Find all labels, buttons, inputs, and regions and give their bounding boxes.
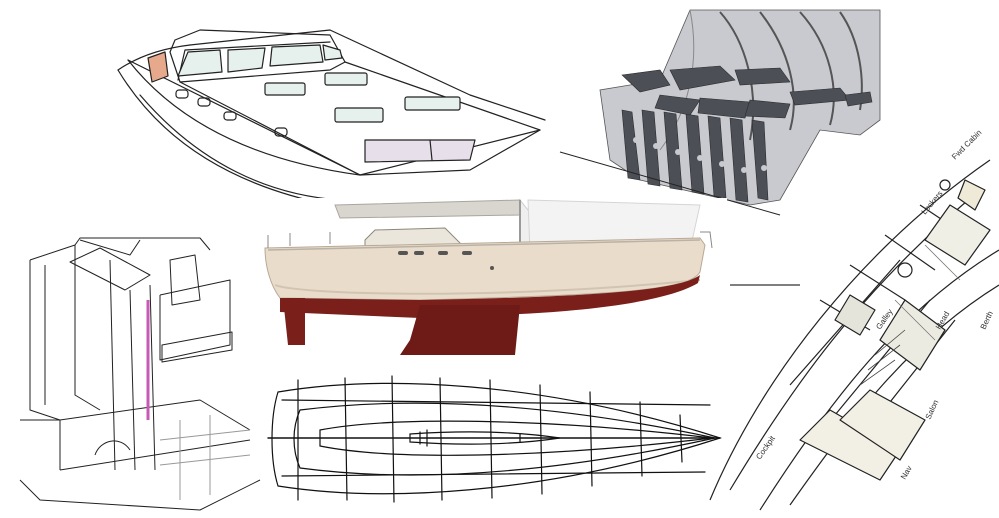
plan-label-salon: Salon xyxy=(924,398,941,420)
plan-label-nav: Nav xyxy=(899,464,914,481)
plan-label-cockpit: Cockpit xyxy=(754,433,777,461)
plan-label-berth: Berth xyxy=(979,310,995,331)
plan-label-lockers: Lockers xyxy=(920,189,945,216)
plan-label-fwd-cabin: Fwd Cabin xyxy=(950,128,983,161)
